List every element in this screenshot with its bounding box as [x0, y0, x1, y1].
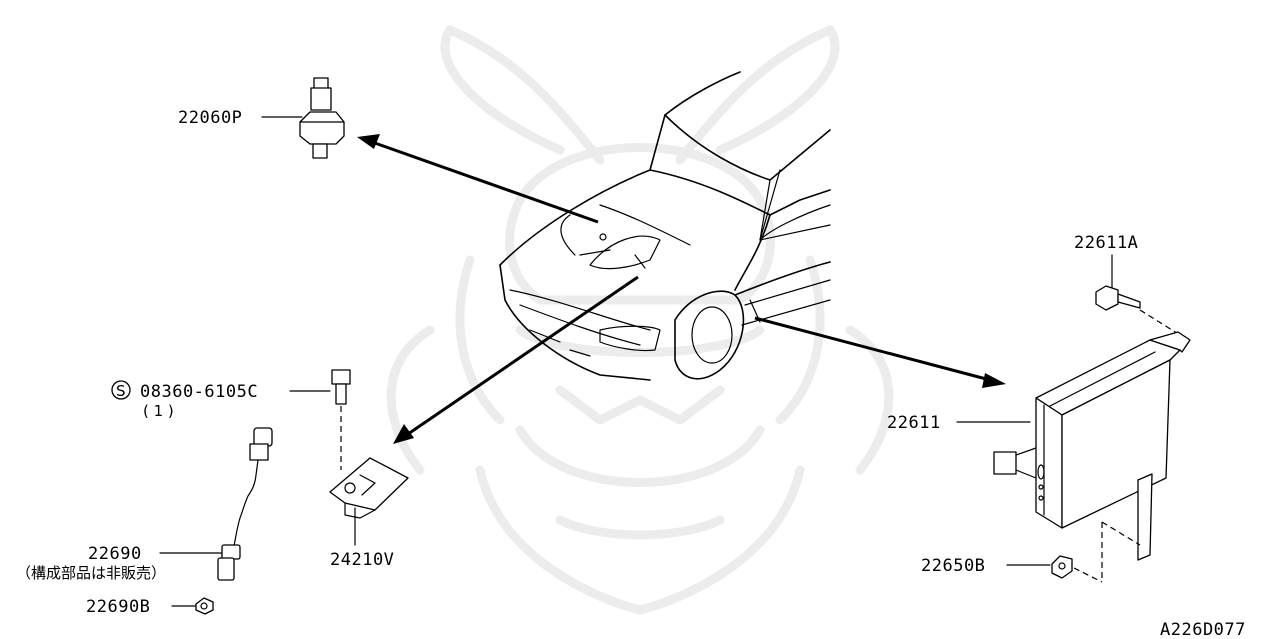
sensor-nut-part: [171, 597, 214, 615]
label-ecm: 22611: [887, 413, 941, 433]
ecm-bolt-part: [1095, 254, 1181, 336]
label-ecm-bolt: 22611A: [1074, 233, 1138, 253]
bracket-part: [329, 457, 409, 546]
label-bolt-screw: 08360-6105C: [140, 382, 258, 402]
screw-mark-letter: S: [116, 382, 126, 400]
ecm-nut-part: [1006, 555, 1103, 583]
label-bolt-qty: ( 1 ): [143, 402, 174, 420]
label-knock-sensor: 22060P: [178, 108, 242, 128]
label-bracket: 24210V: [330, 550, 394, 570]
label-sensor-nut: 22690B: [86, 597, 150, 617]
knock-sensor-part: [261, 77, 345, 159]
watermark-emblem: [386, 25, 894, 615]
label-sensor-lead: 22690: [88, 544, 142, 564]
sensor-lead-part: [159, 427, 273, 581]
leader-arrows: [357, 134, 1006, 444]
ecm-unit-part: [956, 331, 1191, 580]
circled-s-icon: [111, 380, 131, 400]
drawing-code: A226D077: [1160, 620, 1246, 639]
label-ecm-nut: 22650B: [921, 556, 985, 576]
label-sensor-note: （構成部品は非販売）: [16, 564, 166, 582]
bolt-part: [289, 369, 351, 470]
